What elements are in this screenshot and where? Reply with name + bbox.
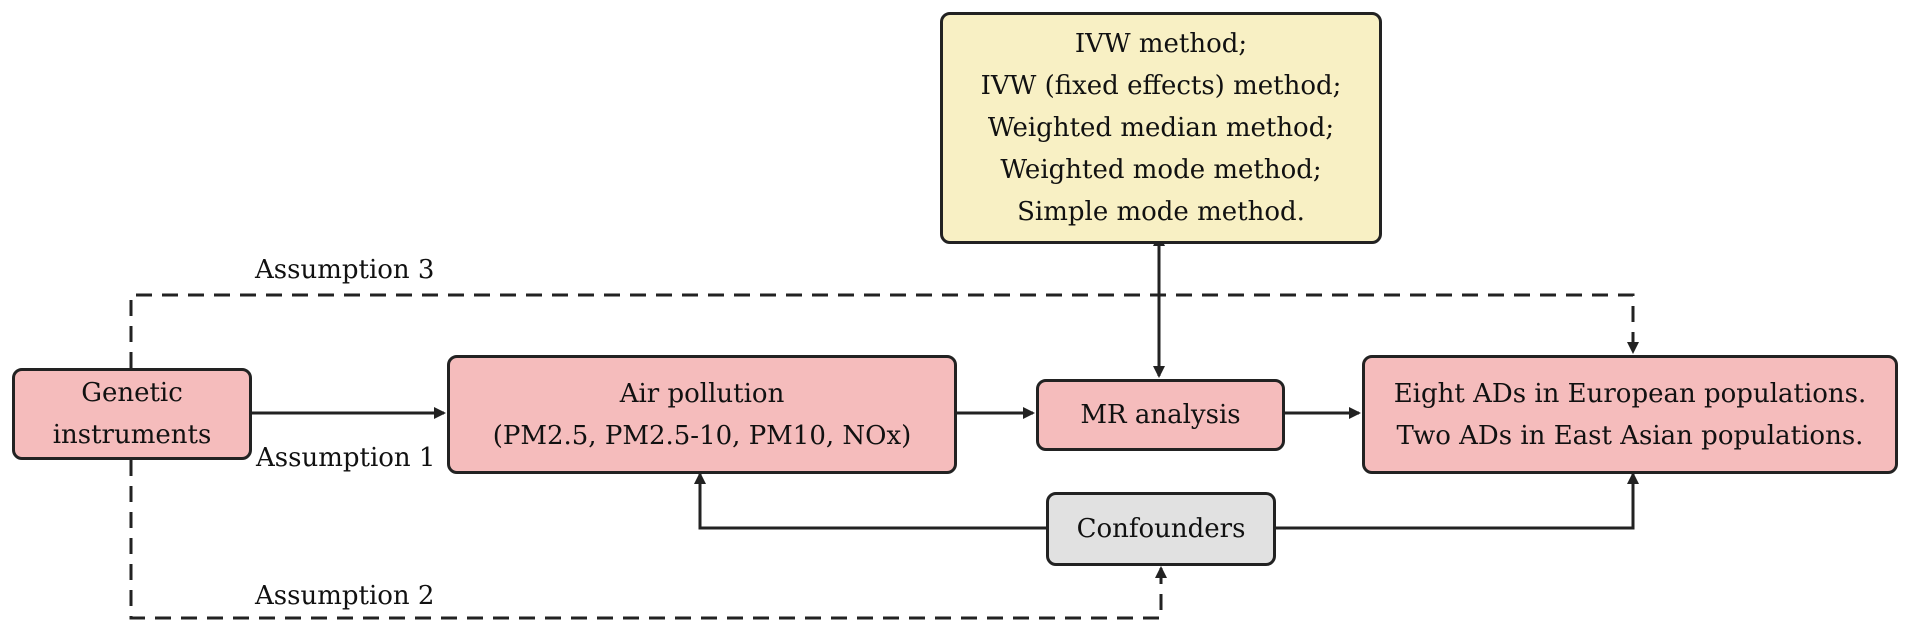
mr-analysis-box: MR analysis (1036, 379, 1285, 451)
genetic-instruments-line: Genetic (81, 378, 183, 408)
outcomes-line: Eight ADs in European populations. (1393, 378, 1867, 409)
methods-line: Simple mode method. (1017, 197, 1305, 227)
edge-confounders-to-air (694, 472, 1046, 530)
methods-line: Weighted mode method; (1000, 155, 1322, 185)
genetic-instruments-line: instruments (52, 420, 212, 450)
methods-line: IVW method; (1074, 29, 1248, 59)
edge-confounders-to-outcomes (1276, 472, 1639, 530)
confounders-box: Confounders (1046, 492, 1276, 566)
mr-analysis-line: MR analysis (1080, 400, 1241, 430)
air-pollution-box: Air pollution (PM2.5, PM2.5-10, PM10, NO… (447, 355, 957, 474)
edge-assumption-3 (129, 293, 1639, 368)
methods-line: IVW (fixed effects) method; (980, 71, 1342, 101)
air-pollution-line: Air pollution (619, 378, 785, 409)
methods-line: Weighted median method; (987, 113, 1335, 143)
air-pollution-line: (PM2.5, PM2.5-10, PM10, NOx) (492, 420, 912, 451)
assumption-3-label: Assumption 3 (255, 255, 435, 285)
assumption-2-label: Assumption 2 (255, 581, 435, 611)
methods-box: IVW method; IVW (fixed effects) method; … (940, 12, 1382, 244)
edge-assumption-2 (129, 460, 1167, 620)
assumption-1-label: Assumption 1 (256, 443, 436, 473)
outcomes-line: Two ADs in East Asian populations. (1396, 420, 1864, 451)
confounders-line: Confounders (1076, 514, 1246, 544)
genetic-instruments-box: Genetic instruments (12, 368, 252, 460)
outcomes-box: Eight ADs in European populations. Two A… (1362, 355, 1898, 474)
